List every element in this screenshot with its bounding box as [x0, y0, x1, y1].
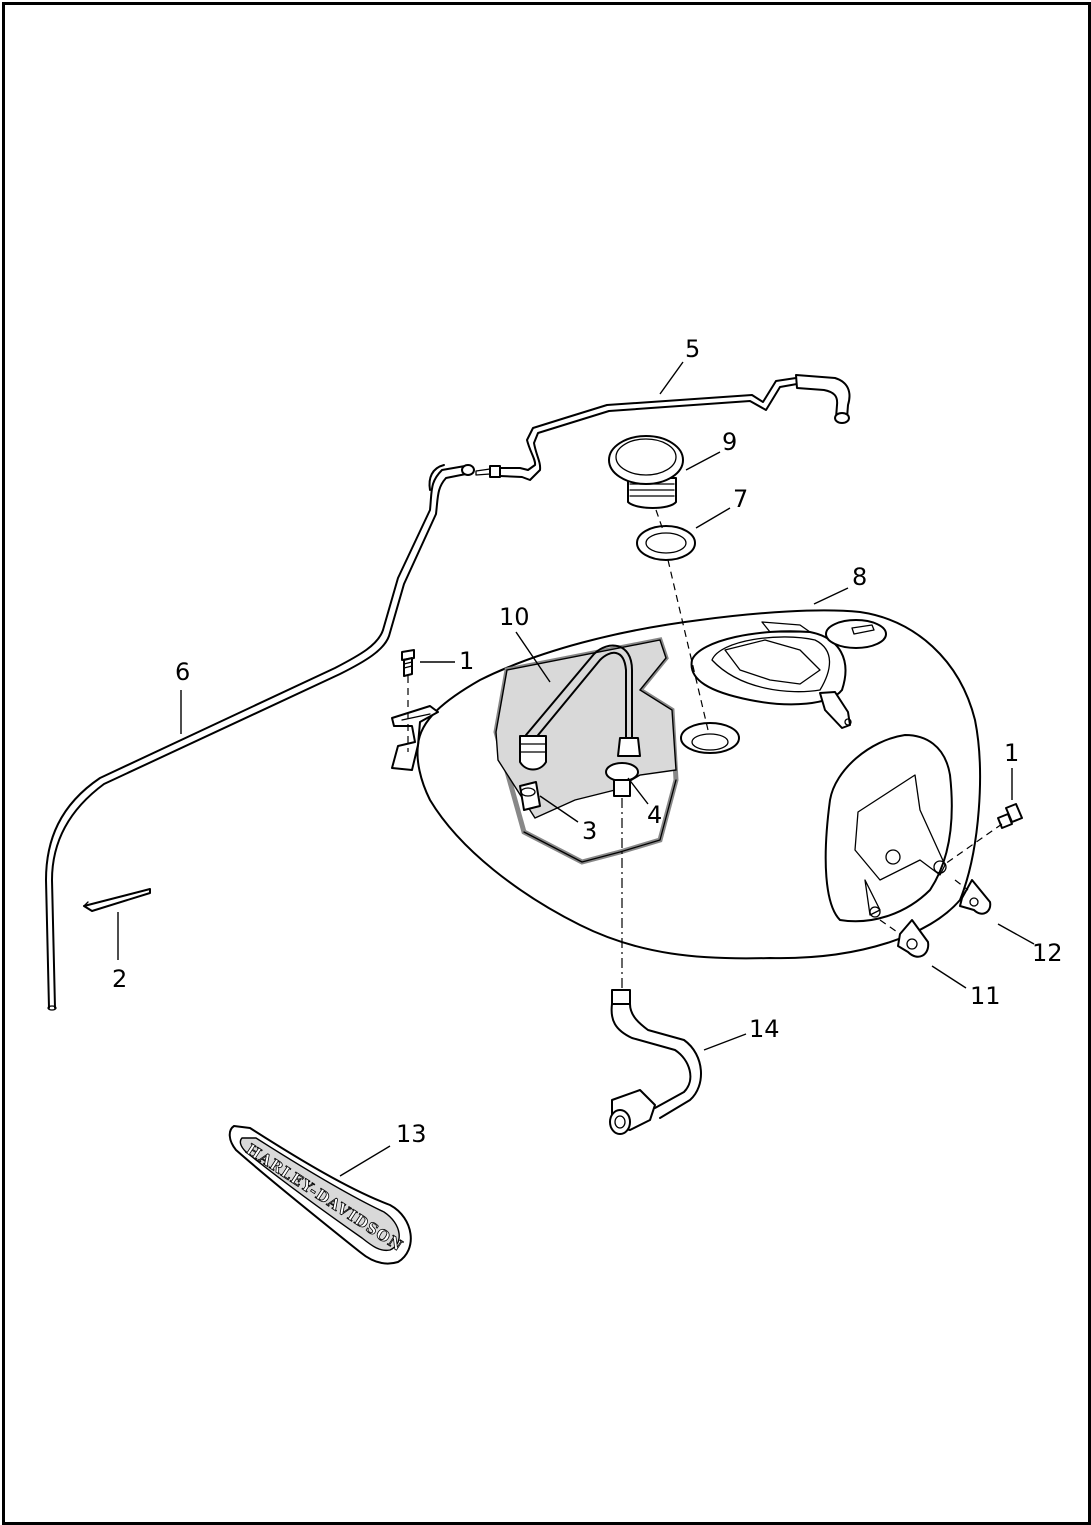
screw-part-1-left: [401, 649, 415, 677]
callout-1-right: 1: [1004, 739, 1019, 767]
fitting-part-4: [605, 762, 639, 797]
callout-12: 12: [1032, 939, 1063, 967]
callout-9: 9: [722, 428, 737, 456]
fuel-tank-part-8: [391, 609, 981, 960]
vent-line-part-5: [475, 374, 851, 481]
emblem-text: HARLEY-DAVIDSON: [243, 1140, 407, 1255]
leader-lines: [117, 361, 1035, 1177]
emblem-part-13: HARLEY-DAVIDSON: [228, 1125, 412, 1265]
alignment-lines: [407, 509, 1003, 988]
callout-10: 10: [499, 603, 530, 631]
vent-hose-part-6: [45, 464, 475, 1011]
callout-14: 14: [749, 1015, 780, 1043]
fuel-hose-part-14: [609, 989, 702, 1135]
callout-labels: 1 1 2 3 4 5 6 7 8 9 10 11 12 13 14: [112, 335, 1063, 1148]
callout-6: 6: [175, 658, 190, 686]
clip-part-2: [83, 888, 151, 912]
callout-11: 11: [970, 982, 1001, 1010]
tank-cutaway: [493, 637, 679, 865]
callout-8: 8: [852, 563, 867, 591]
callout-5: 5: [685, 335, 700, 363]
gasket-part-7: [636, 525, 696, 561]
spacer-part-12: [959, 879, 992, 915]
callout-2: 2: [112, 965, 127, 993]
nut-part-3: [519, 781, 541, 811]
spacer-part-11: [897, 919, 930, 958]
callout-4: 4: [647, 801, 662, 829]
callout-1-left: 1: [459, 647, 474, 675]
callout-13: 13: [396, 1120, 427, 1148]
callout-7: 7: [733, 485, 748, 513]
fuel-cap-part-9: [608, 435, 684, 509]
fuel-line-part-10: [519, 644, 641, 771]
callout-3: 3: [582, 817, 597, 845]
